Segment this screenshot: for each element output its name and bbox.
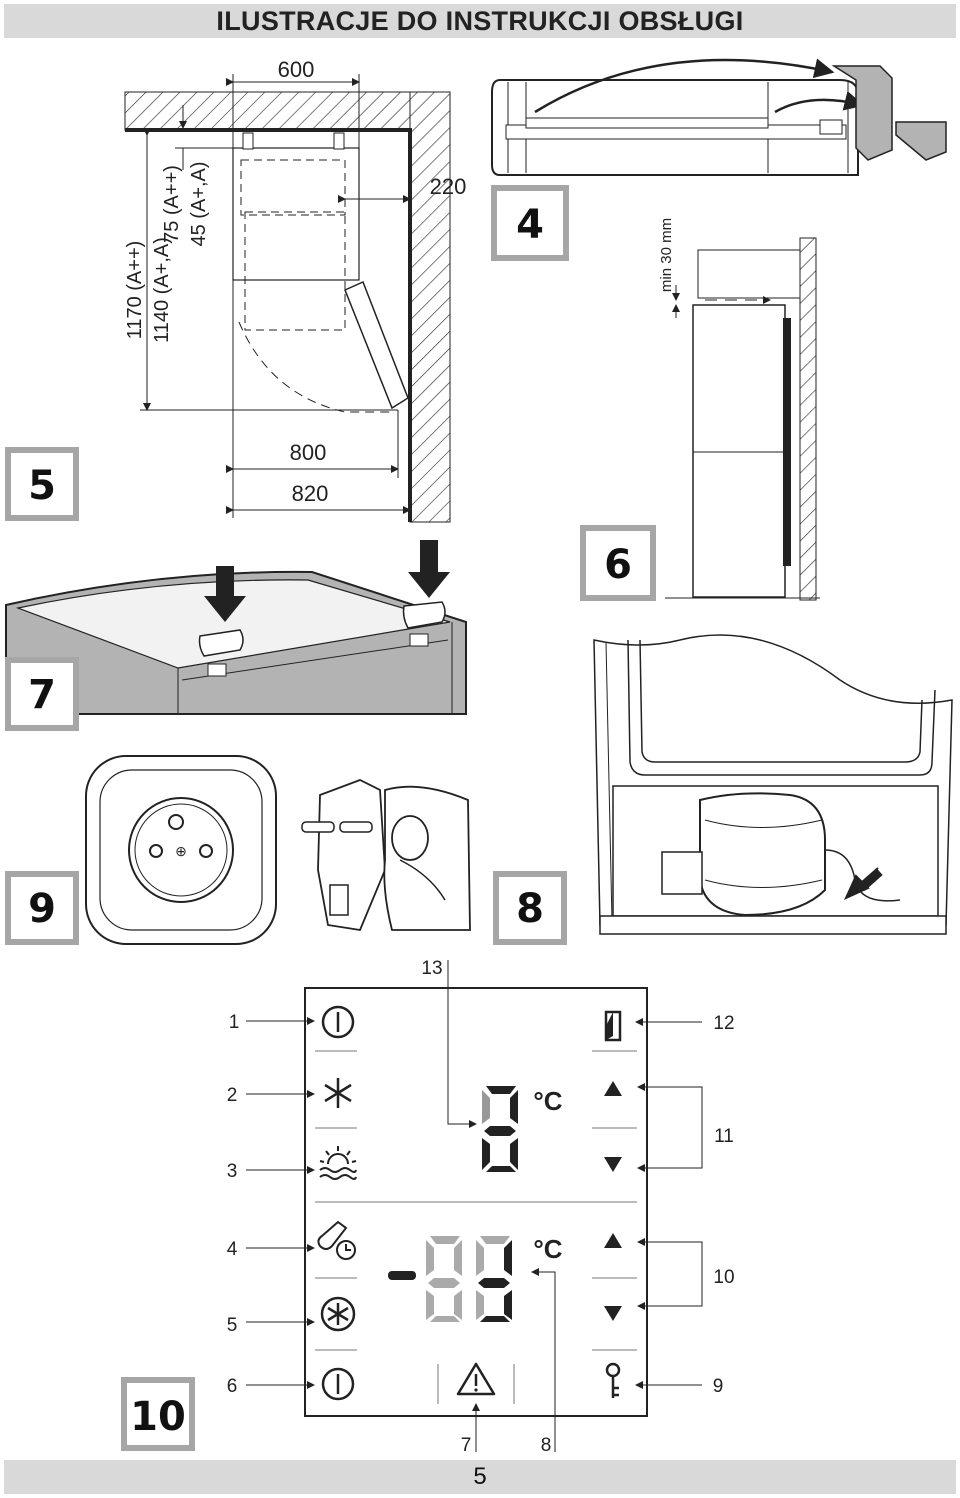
bottle-chill-timer-icon: [317, 1220, 356, 1260]
fridge-down-arrow-icon: [604, 1157, 622, 1172]
freezer-unit: °C: [533, 1234, 562, 1264]
callout-13: 13: [421, 958, 442, 979]
snowflake-icon: [324, 1078, 352, 1108]
freezer-temp-display: °C: [388, 1234, 563, 1322]
figure-6: min 30 mm 6: [580, 218, 820, 601]
badge-figure-7: 7: [28, 672, 56, 718]
freezer-up-arrow-icon: [604, 1233, 622, 1248]
footer-bar: [4, 1460, 956, 1494]
dim-side-gap: 220: [430, 174, 467, 199]
dim-top-gap-b: 45 (A+,A): [188, 161, 210, 246]
header-bar: [4, 4, 956, 38]
alarm-warning-icon: [456, 1362, 496, 1396]
badge-figure-8: 8: [516, 886, 544, 932]
page-number: 5: [473, 1463, 487, 1490]
fridge-unit: °C: [533, 1086, 562, 1116]
dim-depth-b: 820: [292, 481, 329, 506]
callout-2: 2: [227, 1085, 238, 1106]
clearance-label: min 30 mm: [658, 218, 675, 292]
fridge-temp-display: °C: [482, 1086, 563, 1172]
badge-figure-4: 4: [516, 202, 544, 248]
dim-height-a: 1170 (A++): [124, 241, 146, 340]
svg-text:⊕: ⊕: [175, 843, 187, 859]
dim-width-top: 600: [278, 57, 315, 82]
dim-height-b: 1140 (A+,A): [151, 237, 173, 343]
badge-figure-9: 9: [28, 886, 56, 932]
freezer-down-arrow-icon: [604, 1306, 622, 1321]
freezer-power-icon: [321, 1367, 355, 1401]
callout-12: 12: [713, 1013, 734, 1034]
callout-8: 8: [541, 1435, 552, 1456]
power-icon: [321, 1005, 355, 1039]
figure-7: 7: [5, 540, 467, 731]
callout-1: 1: [229, 1012, 240, 1033]
door-open-icon: [604, 1010, 622, 1042]
badge-figure-5: 5: [28, 463, 56, 509]
figure-8: 8: [493, 634, 953, 945]
child-lock-key-icon: [605, 1362, 621, 1398]
figure-9: ⊕ 9: [5, 755, 471, 945]
callout-4: 4: [227, 1239, 238, 1260]
holiday-sun-icon: [319, 1146, 357, 1180]
page-title: ILUSTRACJE DO INSTRUKCJI OBSŁUGI: [216, 6, 744, 36]
super-freeze-icon: [320, 1296, 356, 1332]
dim-depth-a: 800: [290, 440, 327, 465]
callout-5: 5: [227, 1315, 238, 1336]
badge-figure-6: 6: [604, 542, 632, 588]
figure-5: 600 220 1170 (A++) 1140 (A+,A) 75 (A++) …: [124, 57, 467, 523]
figure-10-control-panel: °C °C: [121, 958, 735, 1456]
callout-9: 9: [713, 1376, 724, 1397]
badge-figure-10: 10: [130, 1394, 186, 1440]
callout-3: 3: [227, 1161, 238, 1182]
dim-top-gap-a: 75 (A++): [161, 165, 183, 243]
callout-7: 7: [461, 1435, 472, 1456]
callout-10: 10: [713, 1267, 734, 1288]
figure-4: 4: [491, 58, 947, 261]
callout-11: 11: [714, 1126, 734, 1147]
callout-6: 6: [227, 1376, 238, 1397]
fridge-up-arrow-icon: [604, 1081, 622, 1096]
